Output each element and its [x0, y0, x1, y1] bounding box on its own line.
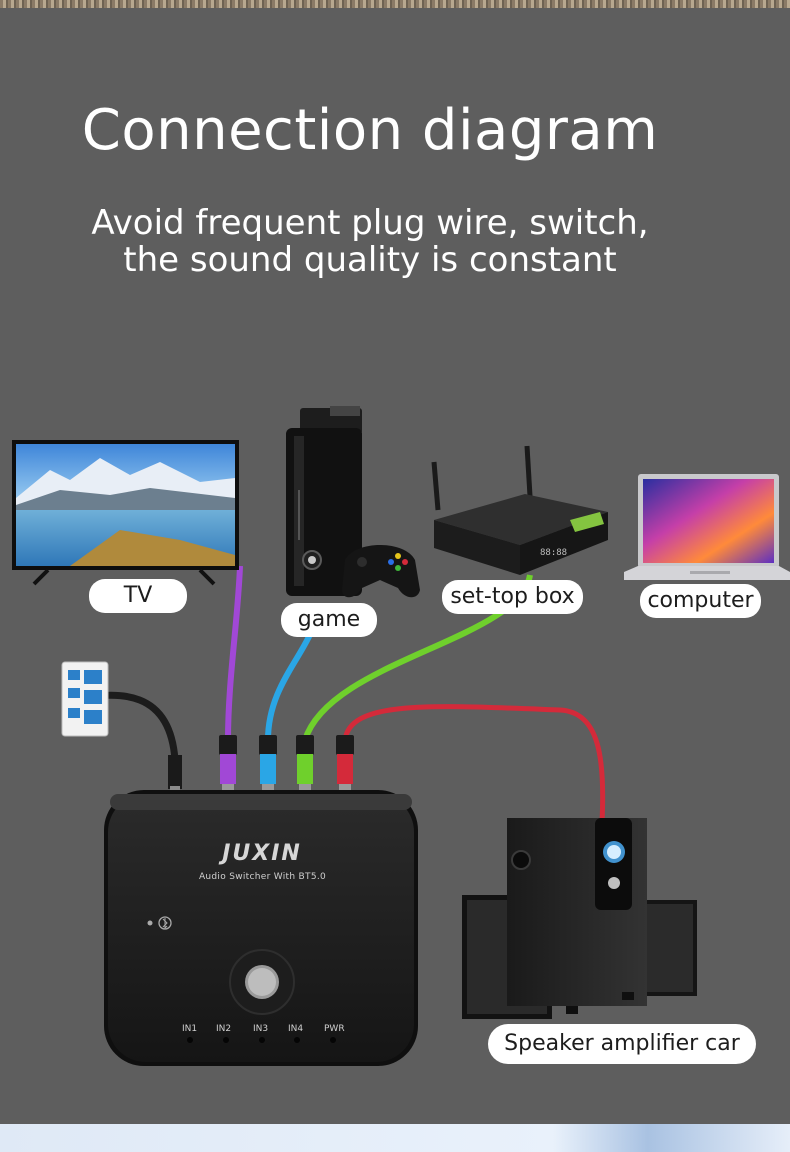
- game-label: game: [281, 603, 377, 637]
- bottom-border-strip: [0, 1124, 790, 1152]
- switcher-model-text: Audio Switcher With BT5.0: [190, 872, 335, 882]
- port-label-pwr: PWR: [324, 1024, 345, 1034]
- switcher-brand-logo: JUXIN: [214, 841, 310, 866]
- port-label-in1: IN1: [182, 1024, 197, 1034]
- port-label-in3: IN3: [253, 1024, 268, 1034]
- port-label-in2: IN2: [216, 1024, 231, 1034]
- cable-plugs: [168, 735, 354, 794]
- purple-cable-in1: [228, 566, 240, 740]
- svg-text:88:88: 88:88: [540, 548, 567, 558]
- power-socket-icon: [62, 662, 108, 736]
- blue-cable-in2: [268, 630, 312, 740]
- computer-label: computer: [640, 584, 761, 618]
- port-label-in4: IN4: [288, 1024, 303, 1034]
- tv-label: TV: [89, 579, 187, 613]
- gamepad-icon: [342, 545, 420, 597]
- router-icon: 88:88: [434, 446, 608, 575]
- tv-icon: [12, 440, 239, 584]
- speaker-label: Speaker amplifier car: [488, 1024, 756, 1064]
- laptop-icon: [624, 474, 790, 580]
- speaker-icon: [462, 818, 697, 1019]
- settop-box-label: set-top box: [442, 580, 583, 614]
